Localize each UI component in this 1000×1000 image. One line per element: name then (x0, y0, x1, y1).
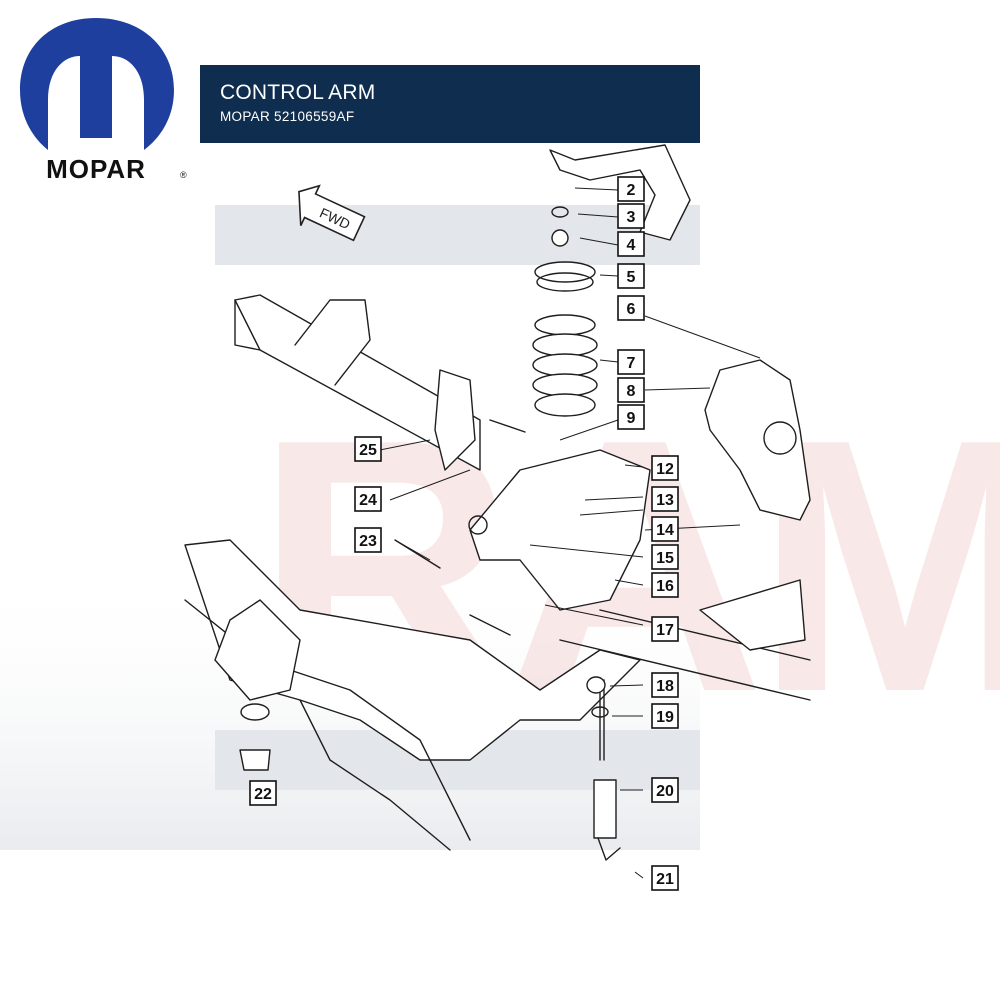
callout-number: 15 (656, 550, 674, 567)
callout-number: 13 (656, 492, 674, 509)
callout-20: 20 (651, 777, 679, 803)
callout-box (617, 231, 645, 257)
callout-8: 8 (617, 377, 645, 403)
callout-box (617, 263, 645, 289)
svg-text:®: ® (180, 170, 187, 180)
callout-21: 21 (651, 865, 679, 891)
callout-box (651, 616, 679, 642)
callout-box (651, 865, 679, 891)
callout-6: 6 (617, 295, 645, 321)
callout-number: 20 (656, 783, 674, 800)
callout-box (651, 516, 679, 542)
callout-16: 16 (651, 572, 679, 598)
callout-number: 2 (627, 182, 636, 199)
callout-number: 3 (627, 209, 636, 226)
callout-box (651, 672, 679, 698)
callout-number: 25 (359, 442, 377, 459)
callout-number: 23 (359, 533, 377, 550)
callout-box (249, 780, 277, 806)
callout-3: 3 (617, 203, 645, 229)
callout-number: 12 (656, 461, 674, 478)
callout-15: 15 (651, 544, 679, 570)
callout-number: 4 (627, 237, 636, 254)
callout-24: 24 (354, 486, 382, 512)
callout-number: 24 (359, 492, 377, 509)
callout-number: 5 (627, 269, 636, 286)
callout-number: 19 (656, 709, 674, 726)
callout-box (651, 777, 679, 803)
coil-spring (532, 206, 609, 718)
callout-box (617, 404, 645, 430)
callout-number: 16 (656, 578, 674, 595)
callout-box (651, 572, 679, 598)
callout-box (617, 295, 645, 321)
callout-box (354, 527, 382, 553)
callout-23: 23 (354, 527, 382, 553)
callout-box (651, 486, 679, 512)
title-banner: CONTROL ARM MOPAR 52106559AF (200, 65, 700, 143)
callout-number: 21 (656, 871, 674, 888)
callout-18: 18 (651, 672, 679, 698)
callout-17: 17 (651, 616, 679, 642)
callout-number: 18 (656, 678, 674, 695)
exploded-view-linework (184, 144, 811, 861)
callout-box (651, 544, 679, 570)
callout-2: 2 (617, 176, 645, 202)
callout-4: 4 (617, 231, 645, 257)
callout-box (354, 486, 382, 512)
callout-22: 22 (249, 780, 277, 806)
callout-box (651, 703, 679, 729)
callout-box (617, 349, 645, 375)
callout-number: 7 (627, 355, 636, 372)
callout-box (354, 436, 382, 462)
callout-5: 5 (617, 263, 645, 289)
callout-19: 19 (651, 703, 679, 729)
part-title: CONTROL ARM (220, 81, 376, 104)
callout-box (617, 203, 645, 229)
leader-lines (379, 187, 761, 879)
callout-14: 14 (651, 516, 679, 542)
callout-box (651, 455, 679, 481)
callout-number: 14 (656, 522, 674, 539)
callout-box (617, 176, 645, 202)
callout-number: 9 (627, 410, 636, 427)
callout-number: 22 (254, 786, 272, 803)
callout-7: 7 (617, 349, 645, 375)
callout-number: 17 (656, 622, 674, 639)
callout-9: 9 (617, 404, 645, 430)
mopar-emblem: MOPAR ® (20, 18, 187, 184)
callout-number: 6 (627, 301, 636, 318)
callout-number: 8 (627, 383, 636, 400)
callout-12: 12 (651, 455, 679, 481)
callout-25: 25 (354, 436, 382, 462)
svg-text:MOPAR: MOPAR (46, 154, 146, 184)
mopar-logo: MOPAR ® (0, 0, 200, 200)
callout-13: 13 (651, 486, 679, 512)
callout-box (617, 377, 645, 403)
part-number: MOPAR 52106559AF (220, 109, 355, 124)
